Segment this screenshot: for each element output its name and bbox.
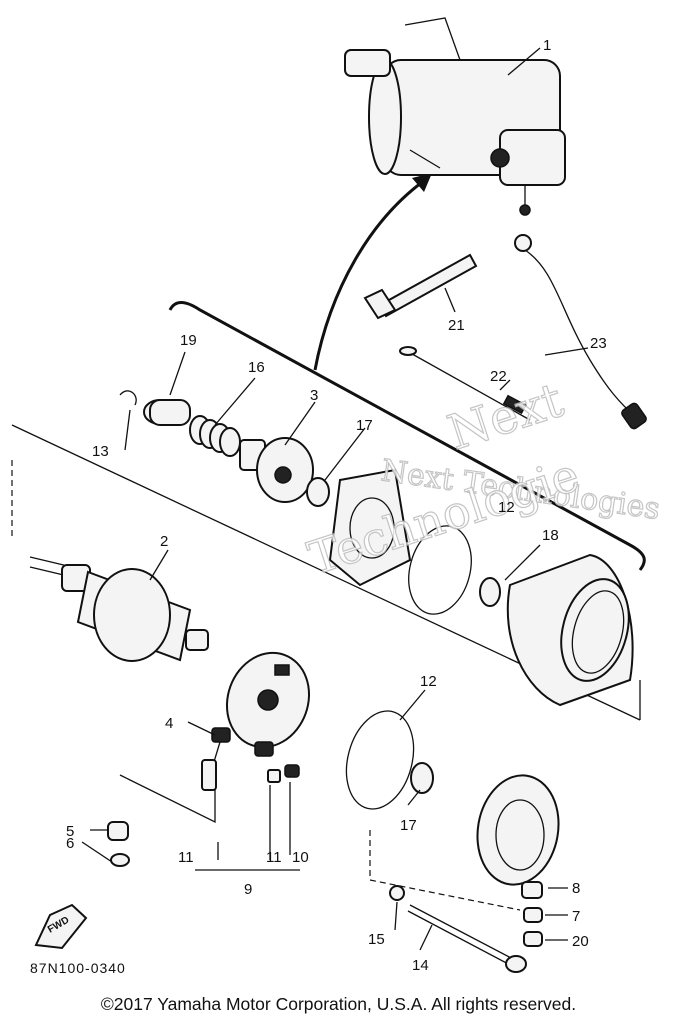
callout: 4 [165, 715, 173, 732]
callout: 2 [160, 533, 168, 550]
brush-holder [201, 727, 300, 791]
callout-numbers: 1 2 3 4 5 6 7 8 9 10 11 11 12 12 13 14 1… [66, 37, 607, 974]
o-ring-lower [345, 710, 415, 810]
o-ring-upper [408, 525, 472, 615]
callout: 9 [244, 881, 252, 898]
washer-lower [410, 762, 434, 794]
diagram-reference-code: 87N100-0340 [30, 960, 126, 976]
watermark-line2: Next [441, 372, 569, 461]
nut-7 [523, 907, 543, 923]
callout: 12 [498, 499, 515, 516]
callout: 13 [92, 443, 109, 460]
callout: 16 [248, 359, 265, 376]
washer-upper [306, 477, 330, 507]
callout: 12 [420, 673, 437, 690]
assembly-arrow [313, 173, 432, 371]
nut-20 [523, 931, 543, 947]
clutch-spring [189, 415, 241, 457]
ground-cable [514, 234, 647, 430]
callout: 1 [543, 37, 551, 54]
washer-18 [479, 577, 501, 607]
callout: 17 [400, 817, 417, 834]
nut-8 [521, 881, 543, 899]
armature [29, 556, 209, 662]
grommet [107, 821, 129, 841]
callout: 11 [178, 849, 194, 866]
callout: 14 [412, 957, 429, 974]
starter-motor [344, 17, 566, 216]
callout: 15 [368, 931, 385, 948]
callout: 19 [180, 332, 197, 349]
circlip [119, 390, 137, 406]
rear-cover [476, 774, 560, 886]
callout: 11 [266, 849, 282, 866]
callout: 5 [66, 823, 74, 840]
nut-small [110, 853, 130, 867]
copyright-notice: ©2017 Yamaha Motor Corporation, U.S.A. A… [100, 994, 577, 1014]
lead-wire [399, 346, 531, 421]
brush-plate [225, 651, 311, 749]
callout: 20 [572, 933, 589, 950]
front-cover [328, 468, 412, 587]
through-bolt [407, 904, 527, 973]
yoke-housing [506, 553, 634, 707]
washer-15 [389, 885, 405, 901]
bolt [363, 253, 478, 320]
fwd-indicator: FWD [34, 903, 88, 950]
callout: 18 [542, 527, 559, 544]
stopper-collar [143, 399, 191, 426]
callout: 8 [572, 880, 580, 897]
callout: 10 [292, 849, 309, 866]
callout: 17 [356, 417, 373, 434]
callout: 6 [66, 835, 74, 852]
callout: 3 [310, 387, 318, 404]
callout: 21 [448, 317, 465, 334]
callout: 23 [590, 335, 607, 352]
starter-clutch [239, 437, 314, 503]
leader-lines [81, 47, 589, 951]
callout: 22 [490, 368, 507, 385]
callout: 7 [572, 908, 580, 925]
